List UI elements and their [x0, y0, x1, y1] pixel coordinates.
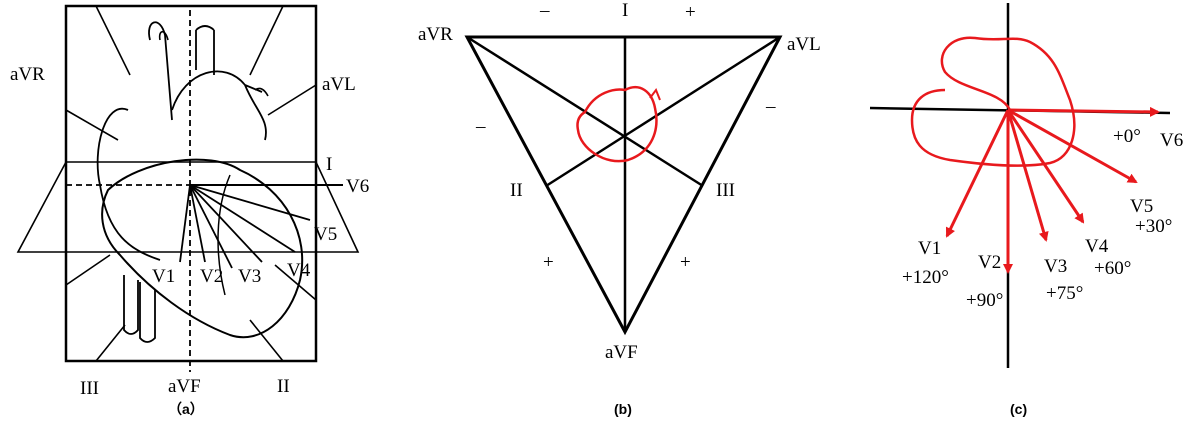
caption-a: （a）	[168, 401, 204, 417]
label-v3: V3	[1044, 256, 1067, 277]
panel-c: +0° V6 V5 +30° V4 +60° V3 +75° V2 +90° V…	[869, 3, 1183, 417]
label-v4-angle: +60°	[1094, 258, 1131, 279]
label-i: I	[622, 0, 628, 21]
loop-arrow	[649, 87, 661, 101]
label-avr: aVR	[418, 24, 453, 45]
label-v6: V6	[1160, 130, 1183, 151]
label-v4: V4	[1085, 236, 1109, 257]
label-v2: V2	[978, 252, 1001, 273]
label-v5-angle: +30°	[1135, 216, 1172, 237]
label-v5: V5	[314, 224, 337, 245]
label-v2-angle: +90°	[966, 290, 1003, 311]
vector-loop	[910, 36, 1076, 167]
panel-b: I – + aVR aVL – – II III + + aVF (b)	[418, 0, 821, 417]
label-avl: aVL	[322, 74, 356, 95]
label-ii: II	[510, 180, 523, 201]
sign-minus-left: –	[475, 116, 486, 137]
vector-v5	[1007, 108, 1138, 184]
label-v1: V1	[152, 266, 175, 287]
label-avf: aVF	[605, 342, 638, 363]
label-v5: V5	[1130, 196, 1153, 217]
label-avf: aVF	[168, 376, 201, 397]
sign-plus-top: +	[685, 2, 696, 23]
label-v2: V2	[200, 266, 223, 287]
label-v4: V4	[287, 260, 311, 281]
vector-v4	[1006, 109, 1085, 224]
vector-v1	[945, 109, 1010, 238]
label-ii: II	[277, 376, 290, 397]
precordial-lines	[179, 184, 311, 269]
caption-b: (b)	[614, 401, 632, 417]
label-iii: III	[716, 180, 735, 201]
sign-plus-right: +	[680, 252, 691, 273]
label-avr: aVR	[10, 64, 45, 85]
label-v6-angle: +0°	[1113, 126, 1141, 147]
precordial-vectors	[945, 106, 1160, 274]
vector-v3	[1006, 109, 1049, 242]
label-v6: V6	[346, 176, 369, 197]
sign-minus-right: –	[765, 96, 776, 117]
label-v3: V3	[238, 266, 261, 287]
label-v1: V1	[918, 238, 941, 259]
horizontal-plane	[16, 161, 360, 253]
label-v3-angle: +75°	[1046, 283, 1083, 304]
frame-rays	[65, 5, 317, 362]
panel-a: aVR aVL I V6 V5 V4 V1 V2 V3 III aVF II （…	[10, 4, 369, 417]
label-avl: aVL	[787, 34, 821, 55]
label-iii: III	[80, 378, 99, 399]
sign-plus-left: +	[543, 252, 554, 273]
label-i: I	[326, 154, 332, 175]
label-v1-angle: +120°	[902, 267, 949, 288]
caption-c: (c)	[1010, 401, 1027, 417]
vector-loop	[576, 85, 658, 163]
sign-minus-top: –	[539, 0, 550, 21]
vector-v6	[1007, 106, 1160, 117]
frame	[64, 4, 318, 363]
